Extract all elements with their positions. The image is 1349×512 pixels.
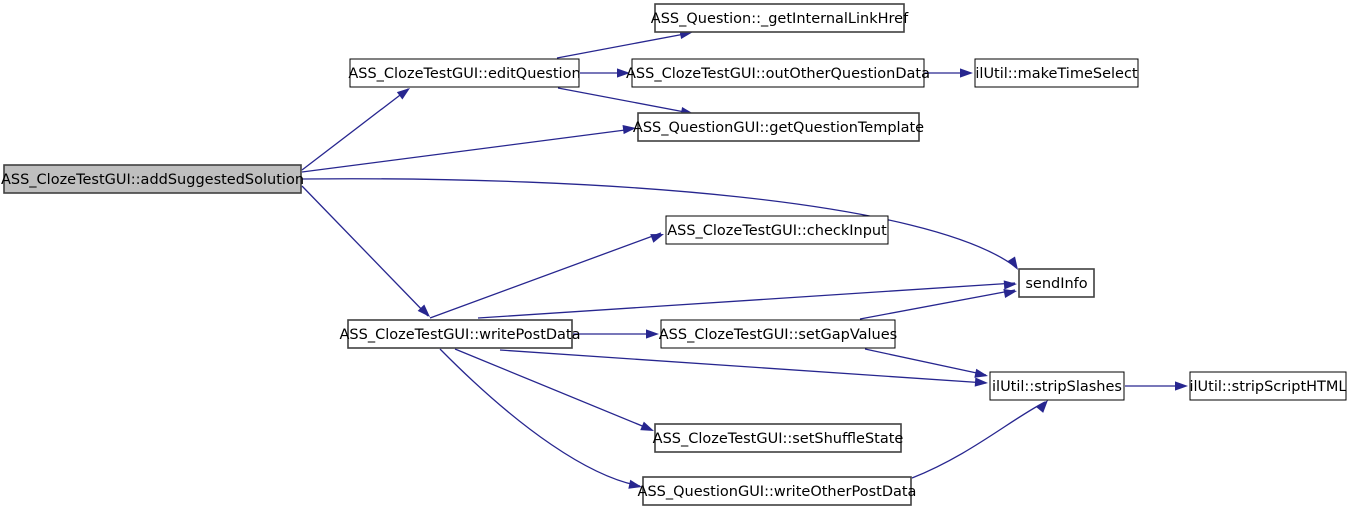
node-checkInput[interactable]: ASS_ClozeTestGUI::checkInput	[665, 215, 889, 245]
arrow-to-checkInput	[650, 234, 664, 243]
node-box-addSuggestedSolution[interactable]	[3, 164, 302, 194]
arrow-to-outOtherQuestionData	[617, 68, 630, 78]
edge-addSuggestedSolution-to-getQuestionTemplate	[301, 128, 634, 173]
node-box-writeOtherPostData[interactable]	[642, 476, 912, 506]
node-writePostData[interactable]: ASS_ClozeTestGUI::writePostData	[340, 319, 581, 349]
node-getQuestionTemplate[interactable]: ASS_QuestionGUI::getQuestionTemplate	[633, 112, 924, 142]
arrow-to-stripScriptHTML	[1175, 381, 1188, 391]
node-box-stripScriptHTML[interactable]	[1189, 371, 1347, 401]
node-getInternalLinkHref[interactable]: ASS_Question::_getInternalLinkHref	[651, 3, 909, 33]
edge-editQuestion-to-getInternalLinkHref	[556, 32, 691, 59]
edge-writeOtherPostData-to-stripSlashes	[911, 401, 1046, 479]
nodes-layer: ASS_ClozeTestGUI::addSuggestedSolutionAS…	[1, 3, 1347, 506]
node-box-writePostData[interactable]	[347, 319, 573, 349]
arrow-to-stripSlashes-gap	[974, 368, 988, 378]
arrow-to-sendInfo-gap	[1003, 288, 1017, 298]
node-writeOtherPostData[interactable]: ASS_QuestionGUI::writeOtherPostData	[638, 476, 917, 506]
arrow-to-makeTimeSelect	[960, 68, 973, 78]
edge-setGapValues-to-sendInfo	[859, 289, 1016, 320]
arrow-to-stripSlashes-write	[974, 377, 988, 387]
arrow-to-writeOtherPostData	[628, 479, 642, 489]
arrow-to-getQuestionTemplate-root	[622, 125, 636, 135]
node-box-getInternalLinkHref[interactable]	[654, 3, 905, 33]
node-box-checkInput[interactable]	[665, 215, 889, 245]
node-box-stripSlashes[interactable]	[989, 371, 1125, 401]
node-addSuggestedSolution[interactable]: ASS_ClozeTestGUI::addSuggestedSolution	[1, 164, 304, 194]
arrow-to-sendInfo-root	[1007, 256, 1018, 270]
edge-addSuggestedSolution-to-writePostData	[301, 185, 429, 317]
node-box-setGapValues[interactable]	[660, 319, 896, 349]
node-editQuestion[interactable]: ASS_ClozeTestGUI::editQuestion	[348, 58, 581, 88]
edge-writePostData-to-writeOtherPostData	[439, 348, 641, 487]
edge-writePostData-to-sendInfo	[477, 282, 1016, 319]
arrow-to-setGapValues	[646, 329, 659, 339]
edge-writePostData-to-setShuffleState	[454, 348, 653, 431]
arrow-to-sendInfo-write	[1003, 280, 1017, 290]
edge-writePostData-to-checkInput	[429, 232, 662, 319]
edge-writePostData-to-stripSlashes	[499, 349, 987, 384]
node-box-outOtherQuestionData[interactable]	[631, 58, 925, 88]
node-stripScriptHTML[interactable]: ilUtil::stripScriptHTML	[1189, 371, 1347, 401]
node-box-editQuestion[interactable]	[349, 58, 580, 88]
node-setGapValues[interactable]: ASS_ClozeTestGUI::setGapValues	[659, 319, 897, 349]
arrow-to-stripSlashes-other	[1036, 400, 1048, 413]
edge-addSuggestedSolution-to-sendInfo	[301, 178, 1018, 269]
edges-layer	[301, 32, 1185, 487]
arrowheads-layer	[396, 29, 1188, 489]
edge-editQuestion-to-getQuestionTemplate	[557, 87, 691, 114]
node-makeTimeSelect[interactable]: ilUtil::makeTimeSelect	[974, 58, 1139, 88]
node-stripSlashes[interactable]: ilUtil::stripSlashes	[989, 371, 1125, 401]
arrow-to-writePostData	[417, 304, 430, 317]
node-setShuffleState[interactable]: ASS_ClozeTestGUI::setShuffleState	[653, 423, 904, 453]
node-sendInfo[interactable]: sendInfo	[1018, 268, 1095, 298]
node-box-setShuffleState[interactable]	[654, 423, 902, 453]
arrow-to-setShuffleState	[640, 421, 654, 431]
edge-setGapValues-to-stripSlashes	[864, 348, 987, 376]
node-outOtherQuestionData[interactable]: ASS_ClozeTestGUI::outOtherQuestionData	[626, 58, 930, 88]
node-box-sendInfo[interactable]	[1018, 268, 1095, 298]
node-box-makeTimeSelect[interactable]	[974, 58, 1139, 88]
arrow-to-editQuestion	[396, 88, 410, 100]
node-box-getQuestionTemplate[interactable]	[637, 112, 920, 142]
edge-addSuggestedSolution-to-editQuestion	[301, 88, 409, 171]
